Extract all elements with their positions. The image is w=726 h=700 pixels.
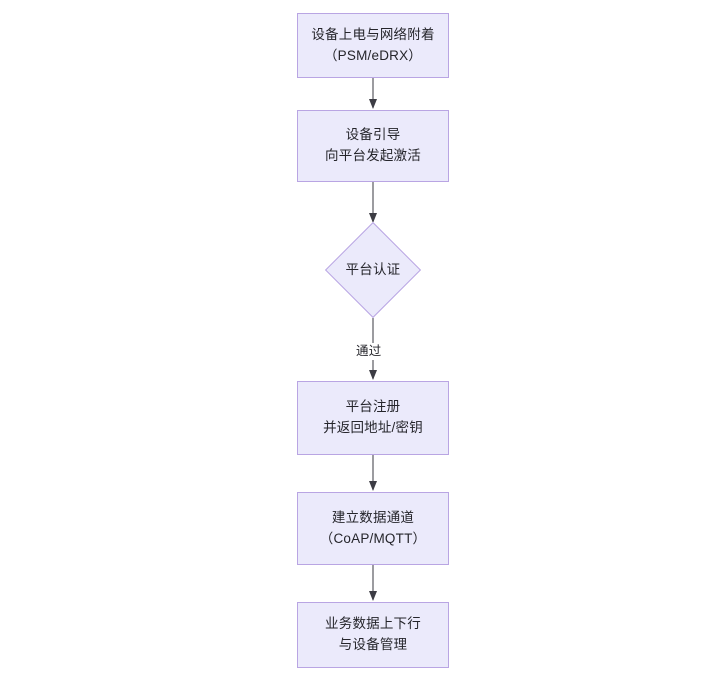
node-label: 平台注册 并返回地址/密钥	[323, 399, 423, 435]
edge-label-pass: 通过	[354, 343, 384, 360]
node-establish-data-channel[interactable]: 建立数据通道 （CoAP/MQTT）	[297, 492, 449, 565]
node-label: 设备引导 向平台发起激活	[325, 127, 421, 163]
node-platform-authentication[interactable]: 平台认证	[324, 221, 422, 319]
node-label: 设备上电与网络附着 （PSM/eDRX）	[311, 26, 435, 63]
node-label: 业务数据上下行 与设备管理	[325, 616, 421, 652]
node-label: 平台认证	[345, 261, 401, 277]
node-label: 建立数据通道 （CoAP/MQTT）	[319, 509, 427, 546]
node-device-power-on[interactable]: 设备上电与网络附着 （PSM/eDRX）	[297, 13, 449, 78]
node-device-bootstrap[interactable]: 设备引导 向平台发起激活	[297, 110, 449, 182]
node-platform-registration[interactable]: 平台注册 并返回地址/密钥	[297, 381, 449, 455]
edge-label-text: 通过	[356, 344, 382, 358]
node-business-data-and-device-management[interactable]: 业务数据上下行 与设备管理	[297, 602, 449, 668]
